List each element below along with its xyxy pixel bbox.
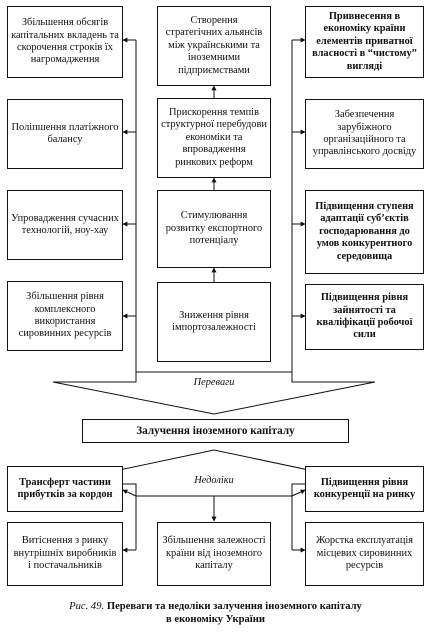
left-advantage-box-3: Упровадження сучасних технологій, ноу-ха… <box>7 190 123 260</box>
advantages-label: Переваги <box>193 376 235 388</box>
left-disadvantage-text-1: Трансферт частини прибутків за кордон <box>17 476 113 500</box>
right-advantage-box-3: Підвищення ступеня адаптації суб’єктів г… <box>305 190 424 274</box>
center-advantage-box-1: Створення стратегічних альянсів між укра… <box>157 6 271 86</box>
figure-caption: Рис. 49. Переваги та недоліки залучення … <box>0 600 431 626</box>
right-advantage-text-4: Підвищення рівня зайнятості та кваліфіка… <box>316 292 413 341</box>
center-disadvantage-box: Збільшення залежності країни від іноземн… <box>157 522 271 586</box>
center-advantage-box-2: Прискорення темпів структурної перебудов… <box>157 98 271 178</box>
caption-line-2: в економіку України <box>166 614 265 625</box>
left-disadvantage-box-2: Витіснення з ринку внутрішніх виробників… <box>7 522 123 586</box>
left-advantage-box-1: Збільшення обсягів капітальних вкладень … <box>7 6 123 78</box>
center-advantage-text-2: Прискорення темпів структурної перебудов… <box>161 106 267 168</box>
right-advantage-text-2: Забезпечення зарубіжного організаційного… <box>312 109 417 158</box>
right-disadvantage-text-1: Підвищення рівня конкуренції на ринку <box>313 476 416 500</box>
right-advantage-box-4: Підвищення рівня зайнятості та кваліфіка… <box>305 284 424 350</box>
center-advantage-box-4: Зниження рівня імпортозалежності <box>157 282 271 362</box>
left-advantage-box-4: Збільшення рівня комплексного використан… <box>7 281 123 351</box>
advantages-arrow <box>52 371 376 415</box>
right-disadvantage-box-2: Жорстка експлуатація місцевих сировинних… <box>305 522 424 586</box>
center-advantage-box-3: Стимулювання розвитку експортного потенц… <box>157 190 271 268</box>
center-disadvantage-text: Збільшення залежності країни від іноземн… <box>162 535 266 572</box>
right-advantage-text-3: Підвищення ступеня адаптації суб’єктів г… <box>315 200 414 262</box>
left-disadvantage-text-2: Витіснення з ринку внутрішніх виробників… <box>13 535 117 572</box>
left-advantage-text-3: Упровадження сучасних технологій, ноу-ха… <box>11 212 119 236</box>
right-advantage-box-2: Забезпечення зарубіжного організаційного… <box>305 99 424 169</box>
left-disadvantage-box-1: Трансферт частини прибутків за кордон <box>7 466 123 512</box>
caption-figure-number: Рис. 49. <box>69 601 105 612</box>
right-advantage-text-1: Привнесення в економіку країни елементів… <box>312 10 417 72</box>
left-advantage-text-2: Поліпшення платіжного балансу <box>11 121 119 145</box>
arrow-bottom-left-1 <box>122 489 137 497</box>
right-disadvantage-text-2: Жорстка експлуатація місцевих сировинних… <box>315 535 414 572</box>
arrow-bottom-right-1 <box>291 489 306 497</box>
left-advantage-text-1: Збільшення обсягів капітальних вкладень … <box>11 17 119 66</box>
disadvantages-label: Недоліки <box>194 474 234 486</box>
main-box: Залучення іноземного капіталу <box>82 419 349 443</box>
center-advantage-text-1: Створення стратегічних альянсів між укра… <box>165 14 263 76</box>
center-advantage-text-4: Зниження рівня імпортозалежності <box>172 309 256 333</box>
right-disadvantage-box-1: Підвищення рівня конкуренції на ринку <box>305 466 424 512</box>
caption-line-1: Переваги та недоліки залучення іноземног… <box>106 601 362 612</box>
main-text: Залучення іноземного капіталу <box>136 424 295 437</box>
left-advantage-box-2: Поліпшення платіжного балансу <box>7 99 123 169</box>
right-advantage-box-1: Привнесення в економіку країни елементів… <box>305 6 424 78</box>
left-advantage-text-4: Збільшення рівня комплексного використан… <box>18 291 112 340</box>
center-advantage-text-3: Стимулювання розвитку експортного потенц… <box>165 210 263 247</box>
